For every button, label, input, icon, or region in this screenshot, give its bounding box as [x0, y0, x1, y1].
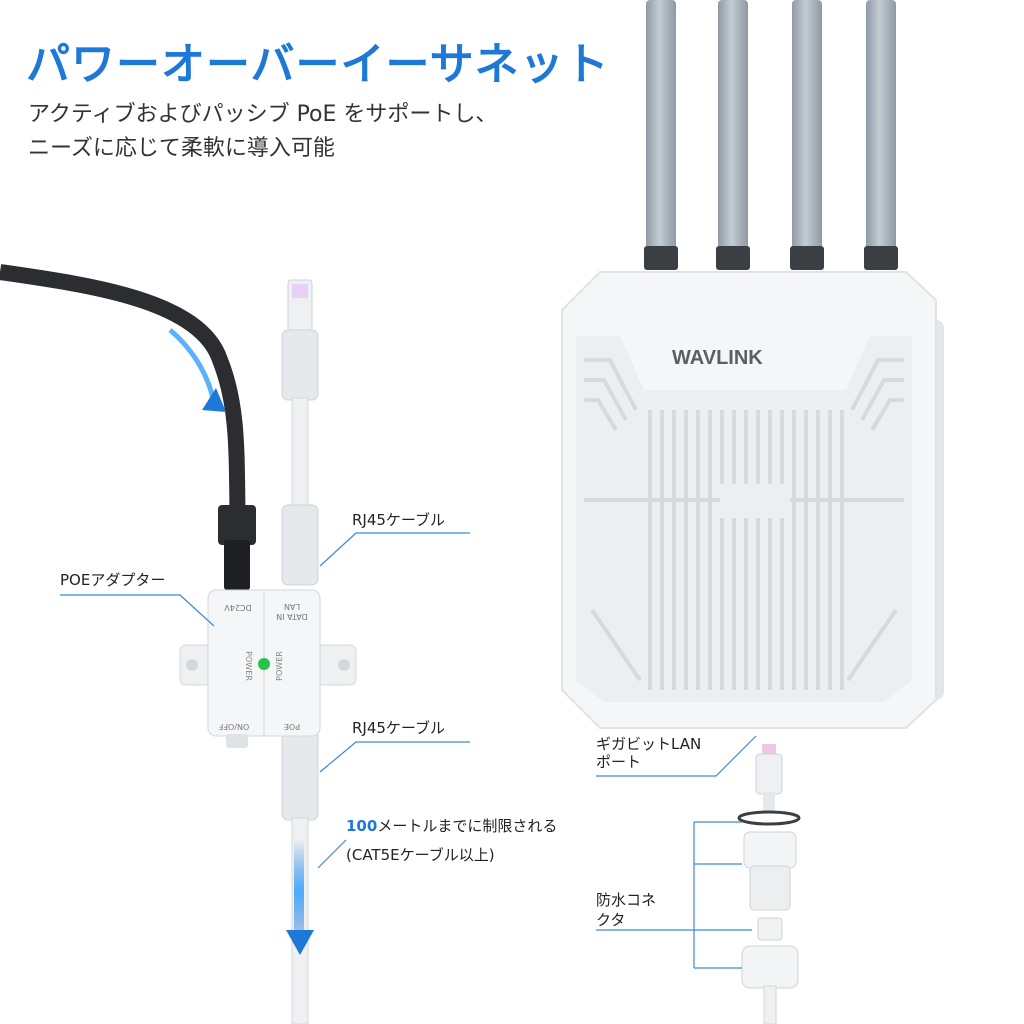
- lan-port-label: LAN: [284, 602, 300, 611]
- poe-port-label: POE: [284, 722, 300, 731]
- flow-arrow-down-icon: [286, 930, 314, 955]
- waterproof-connector-label-line1: 防水コネ: [596, 891, 657, 909]
- antenna-1: [646, 0, 676, 250]
- power-led: [258, 658, 270, 670]
- flow-arrow-icon: [202, 388, 226, 412]
- distance-text: メートルまでに制限される: [377, 817, 558, 835]
- dc-port-label: DC24V: [224, 603, 252, 612]
- gigabit-port-label-line2: ポート: [596, 753, 642, 771]
- waterproof-connector-label-line2: クタ: [596, 911, 626, 929]
- poe-adapter-device: [179, 589, 357, 748]
- leader-lines: [60, 532, 757, 969]
- gigabit-port-label-line1: ギガビットLAN: [596, 735, 702, 753]
- antenna-4: [866, 0, 896, 250]
- antennas: [644, 0, 898, 270]
- waterproof-connector: [737, 744, 801, 1024]
- power-label-right: POWER: [275, 651, 284, 681]
- rj45-cable: [281, 279, 319, 1024]
- rj45-cable-top-label: RJ45ケーブル: [352, 511, 446, 529]
- subtitle-line-1: アクティブおよびパッシブ PoE をサポートし、: [28, 102, 498, 127]
- distance-limit-label: 100メートルまでに制限される: [346, 816, 557, 836]
- distance-number: 100: [346, 817, 378, 835]
- antenna-3: [792, 0, 822, 250]
- page-title: パワーオーバーイーサネット: [26, 39, 610, 90]
- brand-logo: WAVLINK: [672, 347, 763, 369]
- subtitle-line-2: ニーズに応じて柔軟に導入可能: [28, 136, 335, 161]
- lan-data-label: DATA IN: [276, 612, 308, 621]
- antenna-2: [718, 0, 748, 250]
- rj45-cable-bottom-label: RJ45ケーブル: [352, 719, 446, 737]
- onoff-label: ON/OFF: [218, 722, 249, 731]
- power-cable: [0, 264, 246, 541]
- distance-note: (CAT5Eケーブル以上): [346, 846, 495, 864]
- access-point-device: [561, 271, 944, 729]
- poe-adapter-label: POEアダプター: [60, 571, 166, 589]
- power-label-left: POWER: [244, 651, 253, 681]
